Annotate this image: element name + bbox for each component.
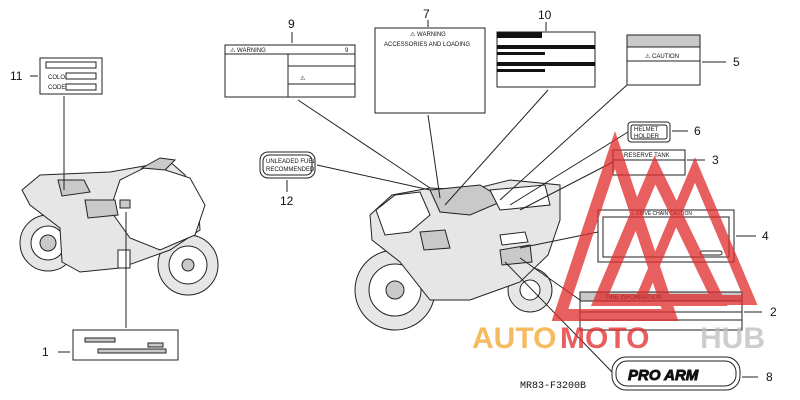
drive-chain-text: ⚠ DRIVE CHAIN CAUTION bbox=[630, 211, 692, 217]
label-warning-9: ⚠ WARNING ⚠ 9 bbox=[224, 44, 356, 98]
part-code: MR83-F3200B bbox=[520, 381, 586, 392]
callout-9: 9 bbox=[288, 17, 295, 31]
watermark-triangle-outer bbox=[551, 131, 679, 321]
label-color-code: COLOR CODE bbox=[39, 57, 103, 95]
callout-3: 3 bbox=[712, 153, 719, 167]
left-motorcycle bbox=[19, 157, 219, 296]
watermark-logo: AUTO MOTO HUB bbox=[472, 131, 765, 355]
svg-text:9: 9 bbox=[345, 48, 349, 54]
label-1 bbox=[72, 329, 179, 361]
caution-title: ⚠ CAUTION bbox=[645, 53, 679, 60]
callout-8: 8 bbox=[766, 370, 773, 384]
callout-4: 4 bbox=[762, 229, 769, 243]
callout-1: 1 bbox=[42, 345, 49, 359]
label-10 bbox=[496, 31, 596, 88]
callout-2: 2 bbox=[770, 305, 777, 319]
watermark-moto: MOTO bbox=[560, 322, 649, 355]
unleaded-line1: UNLEADED FUEL bbox=[266, 159, 316, 165]
callout-5: 5 bbox=[733, 55, 740, 69]
helmet-line2: HOLDER bbox=[634, 134, 660, 140]
callout-7: 7 bbox=[423, 7, 430, 21]
label-warning-7: ⚠ WARNING ACCESSORIES AND LOADING bbox=[374, 27, 486, 114]
label-pro-arm: PRO ARM bbox=[611, 356, 741, 391]
watermark-auto: AUTO bbox=[472, 322, 556, 355]
color-text: COLOR bbox=[48, 75, 70, 81]
watermark-hub: HUB bbox=[700, 322, 765, 355]
label-unleaded-fuel: UNLEADED FUEL RECOMMENDED bbox=[259, 151, 316, 179]
pro-arm-text: PRO ARM bbox=[628, 367, 699, 384]
helmet-line1: HELMET bbox=[634, 127, 659, 133]
label-helmet-holder: HELMET HOLDER bbox=[627, 121, 671, 143]
warning9-small: ⚠ bbox=[300, 75, 306, 82]
unleaded-line2: RECOMMENDED bbox=[266, 167, 315, 173]
warning9-title: ⚠ WARNING bbox=[230, 47, 266, 54]
code-text: CODE bbox=[48, 85, 65, 91]
label-caution-5: ⚠ CAUTION bbox=[626, 34, 701, 86]
warning7-title: ⚠ WARNING bbox=[410, 31, 446, 38]
callout-6: 6 bbox=[694, 124, 701, 138]
reserve-tank-text: RESERVE TANK bbox=[624, 153, 670, 159]
callout-12: 12 bbox=[280, 194, 294, 208]
callout-10: 10 bbox=[538, 8, 552, 22]
callout-11: 11 bbox=[10, 69, 23, 83]
watermark-triangle-right bbox=[632, 157, 758, 305]
warning7-sub: ACCESSORIES AND LOADING bbox=[384, 42, 470, 48]
right-motorcycle bbox=[354, 179, 561, 331]
